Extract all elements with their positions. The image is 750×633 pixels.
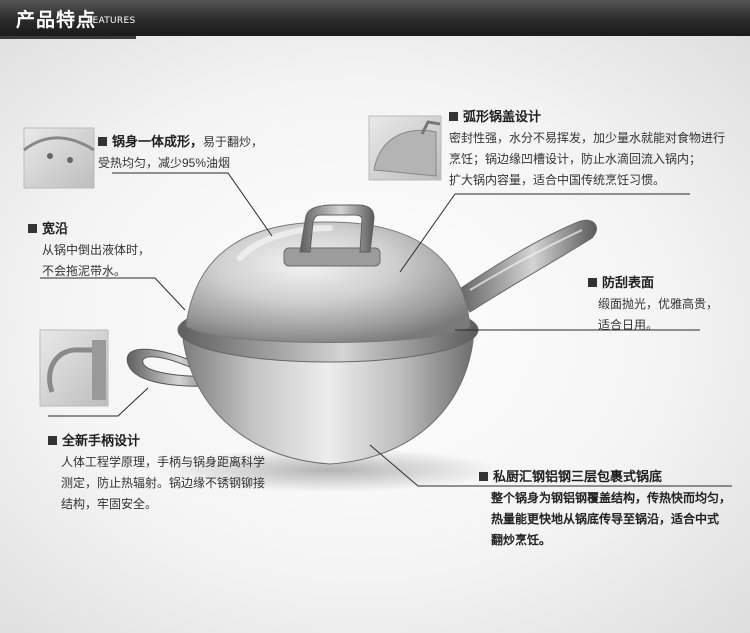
section-title: 产品特点: [16, 9, 97, 31]
feature-rim: 宽沿 从锅中倒出液体时， 不会拖泥带水。: [28, 218, 188, 282]
leader-base: [369, 444, 732, 487]
feature-lid-title: 弧形锅盖设计: [449, 109, 541, 124]
feature-rim-title: 宽沿: [28, 221, 68, 236]
leader-handle: [48, 387, 149, 417]
feature-pan-body-inline: 易于翻炒，: [203, 135, 264, 149]
header-bar: 产品特点 FEATURES: [0, 0, 750, 39]
feature-base-title: 私厨汇钢铝钢三层包裹式锅底: [479, 469, 662, 484]
feature-rim-line-1: 从锅中倒出液体时，: [42, 243, 151, 257]
feature-surface: 防刮表面 缎面抛光，优雅高贵， 适合日用。: [588, 272, 738, 336]
feature-lid-line-1: 密封性强，水分不易挥发，加少量水就能对食物进行: [449, 131, 726, 145]
feature-surface-line-1: 缎面抛光，优雅高贵，: [598, 297, 719, 311]
feature-pan-body-line-1: 受热均匀，减少95%油烟: [98, 156, 231, 170]
feature-pan-body: 锅身一体成形，易于翻炒， 受热均匀，减少95%油烟: [98, 131, 328, 174]
thumb-handle-image: [39, 329, 109, 407]
leader-rim: [40, 277, 186, 311]
leader-lid: [399, 193, 690, 273]
feature-handle-title: 全新手柄设计: [48, 433, 140, 448]
header-underline: [0, 36, 136, 39]
feature-lid-line-3: 扩大锅内容量，适合中国传统烹饪习惯。: [449, 173, 666, 187]
feature-base-line-2: 热量能更快地从锅底传导至锅沿，适合中式: [491, 512, 720, 526]
lid-knob: [299, 204, 375, 253]
feature-base-line-3: 翻炒烹饪。: [491, 533, 552, 547]
pan-body: [181, 329, 475, 465]
feature-handle-line-1: 人体工程学原理，手柄与锅身距离科学: [61, 455, 266, 469]
feature-base: 私厨汇钢铝钢三层包裹式锅底 整个锅身为钢铝钢覆盖结构，传热快而均匀， 热量能更快…: [479, 466, 744, 551]
feature-base-line-1: 整个锅身为钢铝钢覆盖结构，传热快而均匀，: [491, 491, 732, 505]
feature-pan-body-title: 锅身一体成形，: [98, 134, 203, 149]
leader-body: [112, 172, 273, 237]
thumb-pan-body-image: [23, 127, 95, 189]
lid-dome: [185, 221, 471, 343]
feature-lid: 弧形锅盖设计 密封性强，水分不易挥发，加少量水就能对食物进行 烹饪；锅边缘凹槽设…: [449, 106, 744, 191]
feature-rim-line-2: 不会拖泥带水。: [42, 264, 127, 278]
feature-handle-line-3: 结构，牢固安全。: [61, 497, 158, 511]
feature-surface-line-2: 适合日用。: [598, 318, 659, 332]
feature-surface-title: 防刮表面: [588, 275, 654, 290]
thumb-lid-image: [368, 115, 442, 181]
feature-lid-line-2: 烹饪；锅边缘凹槽设计，防止水滴回流入锅内；: [449, 152, 702, 166]
section-subtitle: FEATURES: [87, 16, 136, 26]
feature-handle-line-2: 测定，防止热辐射。锅边缘不锈钢铆接: [61, 476, 266, 490]
long-handle: [454, 219, 597, 313]
pan-shadow: [160, 448, 500, 492]
feature-handle: 全新手柄设计 人体工程学原理，手柄与锅身距离科学 测定，防止热辐射。锅边缘不锈钢…: [48, 430, 288, 515]
